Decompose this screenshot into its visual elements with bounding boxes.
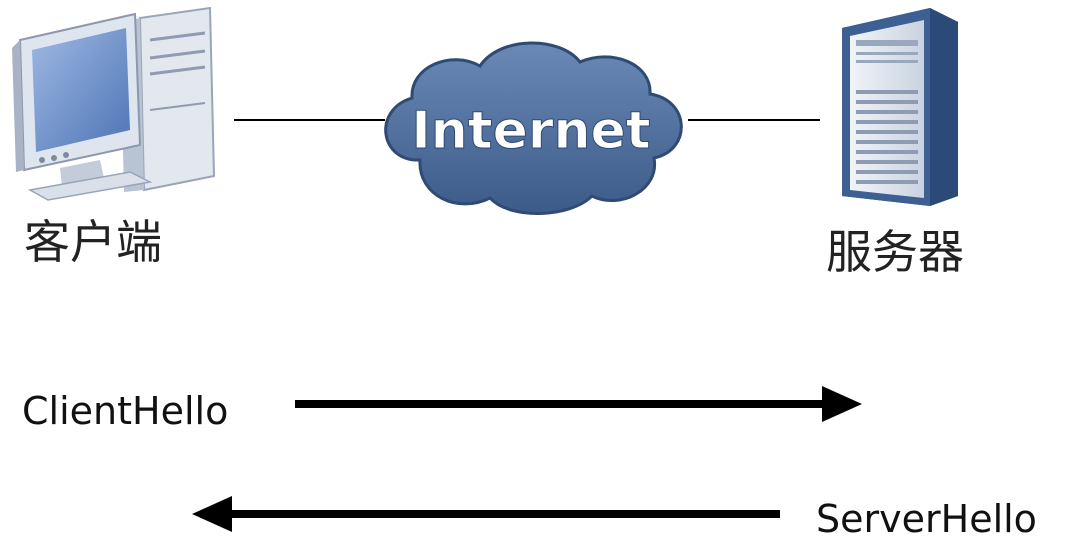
desktop-computer-icon	[12, 6, 216, 201]
network-label: Internet	[411, 101, 650, 161]
server-label: 服务器	[826, 225, 964, 279]
server-hello-arrow	[192, 496, 780, 532]
cloud-icon: Internet	[384, 41, 683, 215]
client-label: 客户端	[24, 215, 162, 269]
client-hello-arrow	[295, 386, 862, 422]
server-tower-icon	[842, 8, 958, 206]
server-hello-label: ServerHello	[816, 497, 1037, 541]
client-hello-label: ClientHello	[22, 389, 228, 433]
